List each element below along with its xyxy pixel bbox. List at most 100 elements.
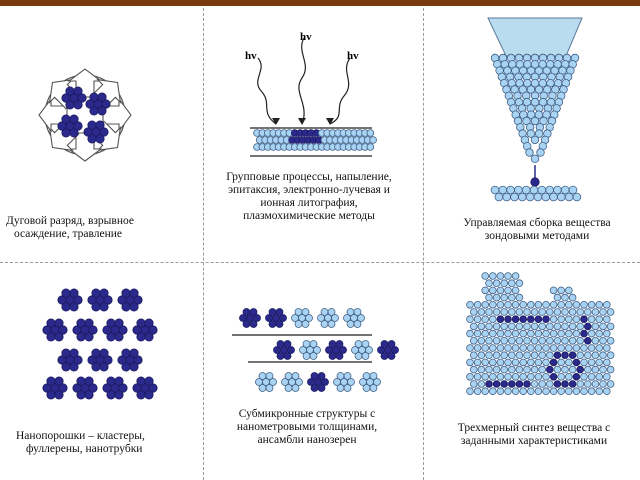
- light-atom: [488, 344, 497, 352]
- light-atom: [473, 372, 482, 381]
- light-atom: [492, 336, 501, 345]
- dark-atom: [580, 329, 588, 338]
- light-atom: [473, 300, 482, 309]
- light-atom: [595, 344, 603, 352]
- powder-cluster-atom: [148, 325, 158, 335]
- light-atom: [587, 329, 596, 338]
- grain-atom: [275, 308, 284, 316]
- manipulated-atom: [530, 177, 540, 187]
- light-atom: [519, 387, 527, 396]
- surface-atom: [545, 185, 554, 195]
- dark-atom: [523, 380, 531, 388]
- dark-atom: [549, 358, 558, 367]
- probe-atom: [526, 85, 536, 94]
- grain-atom: [343, 314, 351, 322]
- caption-group: Групповые процессы, напыление, эпитаксия…: [224, 171, 394, 223]
- light-atom: [595, 315, 603, 324]
- light-atom: [515, 351, 524, 360]
- light-atom: [519, 372, 527, 381]
- light-atom: [366, 143, 375, 151]
- surface-atom: [568, 185, 578, 195]
- powder-cluster-atom: [117, 295, 127, 305]
- light-atom: [587, 358, 596, 367]
- light-atom: [511, 300, 520, 309]
- cluster-atom: [99, 127, 109, 137]
- caption-powder: Нанопорошки – кластеры, фуллерены, нанот…: [16, 430, 145, 456]
- grain-atom: [310, 384, 319, 392]
- light-atom: [568, 308, 577, 316]
- light-atom: [473, 358, 482, 367]
- light-atom: [557, 344, 565, 352]
- grain-atom: [328, 340, 337, 348]
- light-atom: [606, 365, 615, 374]
- powder-cluster-atom: [106, 318, 116, 328]
- light-atom: [515, 365, 524, 374]
- grain-atom: [343, 372, 352, 380]
- light-atom: [580, 300, 588, 309]
- powder-cluster-atom: [57, 355, 67, 365]
- light-atom: [500, 308, 509, 316]
- powder-cluster-atom: [76, 390, 86, 400]
- powder-cluster-atom: [54, 390, 64, 400]
- light-atom: [485, 293, 493, 302]
- dark-atom: [549, 372, 558, 381]
- light-atom: [538, 336, 546, 345]
- light-atom: [523, 365, 531, 374]
- light-atom: [515, 308, 524, 316]
- grain-atom: [354, 340, 363, 348]
- powder-cluster-atom: [84, 318, 94, 328]
- light-atom: [485, 322, 493, 331]
- light-atom: [496, 300, 505, 309]
- light-atom: [599, 365, 607, 374]
- light-atom: [591, 308, 600, 316]
- grain-atom: [325, 346, 333, 354]
- light-atom: [485, 336, 493, 345]
- light-atom: [591, 365, 600, 374]
- grain-atom: [361, 340, 370, 348]
- dark-atom: [492, 380, 501, 388]
- powder-cluster-atom: [99, 302, 109, 312]
- light-atom: [526, 344, 535, 352]
- light-atom: [523, 322, 531, 331]
- grain-atom: [301, 308, 310, 316]
- powder-cluster-atom: [103, 295, 113, 305]
- light-atom: [530, 380, 539, 388]
- light-atom: [481, 358, 490, 367]
- powder-cluster-atom: [106, 332, 116, 342]
- caption-submicron-line2: нанометровыми толщинами,: [236, 421, 378, 433]
- light-atom: [561, 336, 569, 345]
- light-atom: [534, 344, 543, 352]
- light-atom: [542, 344, 550, 352]
- grain-atom: [265, 384, 274, 392]
- light-atom: [534, 329, 543, 338]
- light-atom: [549, 329, 558, 338]
- light-atom: [481, 329, 490, 338]
- light-atom: [595, 358, 603, 367]
- grain-atom: [327, 320, 336, 328]
- powder-cluster-atom: [91, 302, 101, 312]
- light-atom: [511, 329, 520, 338]
- panel-powder-figure: [42, 288, 158, 400]
- light-atom: [583, 308, 592, 316]
- light-atom: [606, 322, 615, 331]
- light-atom: [602, 329, 611, 338]
- light-atom: [500, 365, 509, 374]
- dark-atom: [583, 336, 592, 345]
- dark-atom: [580, 315, 588, 324]
- powder-cluster-atom: [132, 383, 142, 393]
- light-atom: [549, 286, 558, 295]
- grain-atom: [309, 352, 318, 360]
- light-atom: [553, 308, 562, 316]
- light-atom: [466, 344, 474, 352]
- powder-cluster-atom: [54, 376, 64, 386]
- light-atom: [469, 336, 478, 345]
- grain-atom: [301, 320, 310, 328]
- powder-cluster-atom: [99, 348, 109, 358]
- powder-cluster-atom: [102, 383, 112, 393]
- surface-atom: [529, 185, 539, 195]
- grain-atom: [339, 346, 347, 354]
- grain-atom: [359, 378, 367, 386]
- cluster-atom: [73, 100, 83, 110]
- grain-atom: [307, 378, 315, 386]
- surface-atom: [514, 185, 523, 195]
